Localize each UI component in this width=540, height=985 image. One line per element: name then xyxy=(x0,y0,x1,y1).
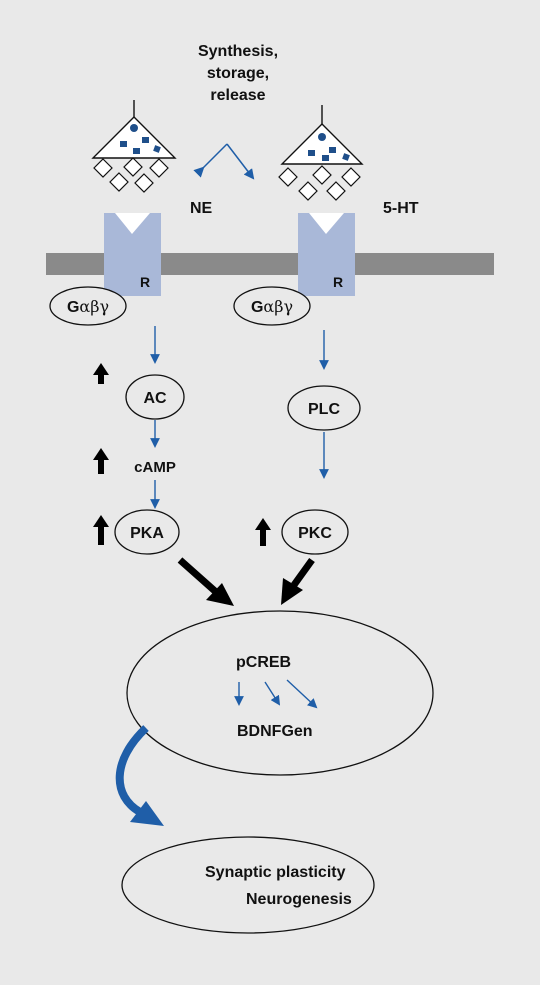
right-terminal-icon xyxy=(278,105,364,201)
outcome-ellipse xyxy=(121,836,375,934)
title-line-1: Synthesis, xyxy=(198,43,278,60)
flow-arrow-icon xyxy=(264,681,281,706)
outcome-synaptic-plasticity: Synaptic plasticity xyxy=(205,864,346,881)
flow-arrow-icon xyxy=(286,679,318,709)
left-g-protein-label: Gαβγ xyxy=(67,297,109,316)
right-receptor-label: R xyxy=(333,274,343,290)
plc-label: PLC xyxy=(308,401,340,418)
up-arrow-icon xyxy=(255,518,271,546)
ac-node xyxy=(125,374,185,420)
up-arrow-icon xyxy=(93,448,109,474)
left-receptor xyxy=(104,213,161,296)
up-arrow-icon xyxy=(93,515,109,545)
right-g-protein xyxy=(233,286,311,326)
pka-label: PKA xyxy=(130,525,164,542)
ac-label: AC xyxy=(143,390,167,407)
right-receptor xyxy=(298,213,355,296)
5ht-label: 5-HT xyxy=(383,200,419,217)
pcreb-label: pCREB xyxy=(236,654,291,671)
left-g-protein xyxy=(49,286,127,326)
title-line-2: storage, xyxy=(207,65,269,82)
bdnf-label: BDNFGen xyxy=(237,723,313,740)
kinase-to-nucleus-arrows xyxy=(177,557,315,606)
right-g-protein-label: Gαβγ xyxy=(251,297,293,316)
release-arrows xyxy=(193,143,255,180)
pka-node xyxy=(114,509,180,555)
outcome-neurogenesis: Neurogenesis xyxy=(246,891,352,908)
pkc-node xyxy=(281,509,349,555)
ne-label: NE xyxy=(190,200,213,217)
pkc-label: PKC xyxy=(298,525,332,542)
up-arrow-icon xyxy=(93,363,109,384)
left-receptor-label: R xyxy=(140,274,150,290)
title-line-3: release xyxy=(210,87,265,104)
camp-label: cAMP xyxy=(134,459,176,476)
plc-node xyxy=(287,385,361,431)
curved-arrow-icon xyxy=(115,725,164,826)
nucleus xyxy=(126,610,434,776)
left-terminal-icon xyxy=(91,100,177,193)
